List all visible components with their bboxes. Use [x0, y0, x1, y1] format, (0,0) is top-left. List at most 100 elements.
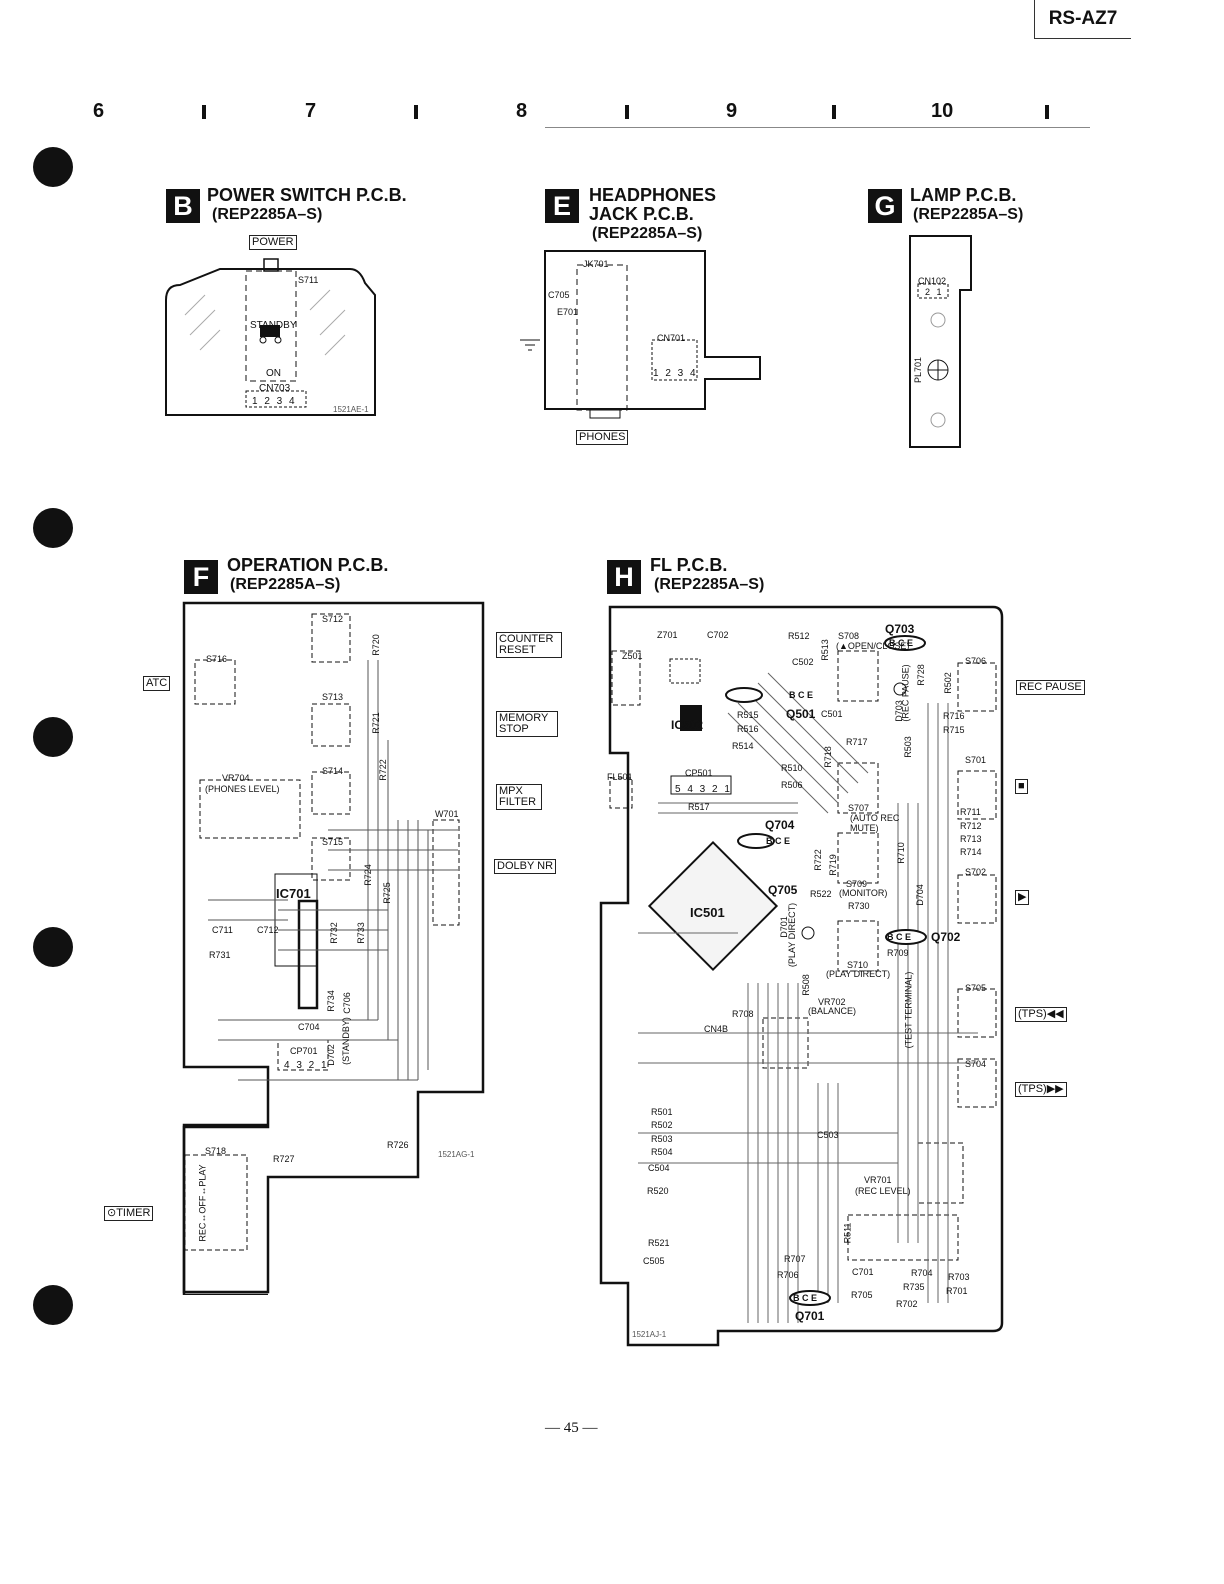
power-switch-board — [165, 258, 376, 416]
r726-label: R726 — [387, 1140, 409, 1150]
cp701-pins: 4 3 2 1 — [284, 1060, 329, 1071]
board-h-code: 1521AJ-1 — [632, 1330, 667, 1339]
s702-label: S702 — [965, 867, 987, 877]
r522-label: R522 — [810, 889, 832, 899]
board-h-title: FL P.C.B. — [650, 555, 728, 575]
ic502-label: IC502 — [671, 718, 704, 732]
r510-label: R510 — [781, 763, 803, 773]
r701-label: R701 — [946, 1286, 968, 1296]
r715-label: R715 — [943, 725, 965, 735]
r702-label: R702 — [896, 1299, 918, 1309]
r521-label: R521 — [648, 1238, 670, 1248]
c701-label: C701 — [852, 1267, 874, 1277]
column-number-10: 10 — [931, 100, 954, 122]
board-e-title: HEADPHONES — [589, 185, 717, 205]
memory-stop-label: MEMORY STOP — [496, 711, 558, 737]
balance-label: (BALANCE) — [808, 1006, 857, 1016]
timer-switch-positions: REC↔OFF↔PLAY — [197, 1164, 208, 1242]
s718-label: S718 — [205, 1146, 227, 1156]
r506-label: R506 — [781, 780, 803, 790]
board-b-title: POWER SWITCH P.C.B. — [207, 185, 407, 205]
w701-label: W701 — [435, 809, 459, 819]
column-tick — [202, 105, 206, 119]
cp701-label: CP701 — [290, 1046, 318, 1056]
board-g-title: LAMP P.C.B. — [910, 185, 1017, 205]
s716-label: S716 — [206, 654, 228, 664]
auto-rec-mute-label: (AUTO REC MUTE) — [850, 813, 900, 833]
q702-label: Q702 — [931, 930, 961, 944]
s707-label: S707 — [848, 803, 870, 813]
r508-label: R508 — [800, 974, 811, 996]
r709-label: R709 — [887, 948, 909, 958]
binder-hole — [33, 1285, 73, 1325]
mpx-filter-label: MPX FILTER — [496, 784, 542, 810]
column-tick — [414, 105, 418, 119]
r727-label: R727 — [273, 1154, 295, 1164]
board-letter-h: H — [607, 560, 641, 594]
s706-label: S706 — [965, 656, 987, 666]
s709-label: S709 — [846, 879, 868, 889]
board-letter-g: G — [868, 189, 902, 223]
c501-label: C501 — [821, 709, 843, 719]
fl-board — [599, 605, 1004, 1347]
c704-label: C704 — [298, 1022, 320, 1032]
r717-label: R717 — [846, 737, 868, 747]
open-close-label: (▲OPEN/CLOSE) — [836, 641, 910, 651]
cn4b-label: CN4B — [704, 1024, 729, 1034]
binder-hole — [33, 927, 73, 967]
ruler-line — [545, 127, 1090, 128]
r730-label: R730 — [848, 901, 870, 911]
cn703-pins: 1 2 3 4 — [252, 396, 297, 407]
cn102-pins: 2 1 — [925, 287, 944, 297]
s715-label: S715 — [322, 837, 344, 847]
q501-label: Q501 — [786, 707, 816, 721]
s713-label: S713 — [322, 692, 344, 702]
r503b-label: R503 — [651, 1134, 673, 1144]
dolby-nr-label: DOLBY NR — [494, 859, 557, 874]
column-number-7: 7 — [305, 100, 317, 122]
play-button-label: ▶ — [1015, 890, 1030, 905]
r719-label: R719 — [827, 854, 838, 876]
r710-label: R710 — [895, 842, 906, 864]
board-b-subtitle: (REP2285A–S) — [212, 206, 323, 223]
q703-pins: B C E — [889, 638, 914, 648]
s714-label: S714 — [322, 766, 344, 776]
board-f-subtitle: (REP2285A–S) — [230, 576, 341, 593]
d704-label: D704 — [914, 884, 925, 906]
r706-label: R706 — [777, 1270, 799, 1280]
q705-label: Q705 — [768, 883, 798, 897]
cp501-label: CP501 — [685, 768, 713, 778]
on-label: ON — [266, 368, 281, 379]
counter-reset-label: COUNTER RESET — [496, 632, 562, 658]
board-e-subtitle: (REP2285A–S) — [592, 225, 703, 242]
r502b-label: R502 — [651, 1120, 673, 1130]
phones-level-label: (PHONES LEVEL) — [205, 784, 280, 794]
s710-label: S710 — [847, 960, 869, 970]
column-tick — [1045, 105, 1049, 119]
r713-label: R713 — [960, 834, 982, 844]
c702-label: C702 — [707, 630, 729, 640]
board-b-code: 1521AE-1 — [333, 405, 369, 414]
r712-label: R712 — [960, 821, 982, 831]
r504-label: R504 — [651, 1147, 673, 1157]
r728-label: R728 — [915, 664, 926, 686]
r720-label: R720 — [370, 634, 381, 656]
column-tick — [832, 105, 836, 119]
r703-label: R703 — [948, 1272, 970, 1282]
column-number-8: 8 — [516, 100, 528, 122]
c712-label: C712 — [257, 925, 279, 935]
play-direct-label-v: (PLAY DIRECT) — [787, 902, 798, 968]
r733-label: R733 — [355, 922, 366, 944]
binder-hole — [33, 147, 73, 187]
vr702-label: VR702 — [818, 997, 846, 1007]
d703-label: D703 — [893, 700, 904, 722]
page-number: — 45 — — [545, 1420, 598, 1436]
r520-label: R520 — [647, 1186, 669, 1196]
ic701-label: IC701 — [276, 886, 311, 901]
r716-label: R716 — [943, 711, 965, 721]
r704-label: R704 — [911, 1268, 933, 1278]
c504-label: C504 — [648, 1163, 670, 1173]
r708-label: R708 — [732, 1009, 754, 1019]
c505-label: C505 — [643, 1256, 665, 1266]
z501-label: Z501 — [622, 651, 643, 661]
